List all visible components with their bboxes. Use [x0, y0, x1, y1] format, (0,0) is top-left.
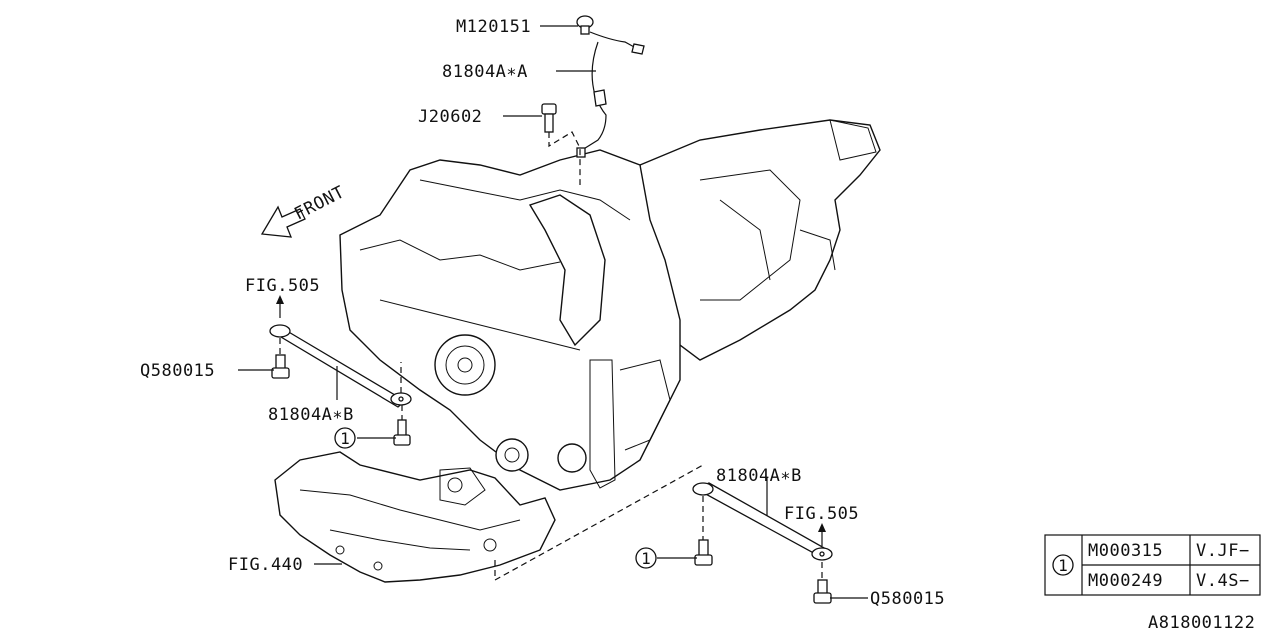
figure-id: A818001122: [1148, 613, 1255, 633]
callout-1-left: 1: [334, 427, 356, 449]
label-fig440: FIG.440: [228, 555, 303, 575]
exhaust-heat-shield: [274, 451, 556, 583]
label-m120151: M120151: [456, 17, 531, 37]
label-q580015-left: Q580015: [140, 361, 215, 381]
label-fig505-left: FIG.505: [245, 276, 320, 296]
callout-1-right: 1: [635, 547, 657, 569]
front-label: FRONT: [291, 182, 348, 224]
legend-row-2-code: V.4S−: [1196, 571, 1250, 591]
label-81804a-b-left: 81804A∗B: [268, 405, 354, 425]
label-81804a-a: 81804A∗A: [442, 62, 528, 82]
label-j20602: J20602: [418, 107, 482, 127]
label-81804a-b-right: 81804A∗B: [716, 466, 802, 486]
label-q580015-right: Q580015: [870, 589, 945, 609]
engine-assembly: [339, 119, 881, 491]
strap-left: [269, 295, 412, 446]
leader-lines: [238, 25, 868, 599]
legend-table: 1 M000315 V.JF− M000249 V.4S−: [1044, 534, 1261, 596]
legend-row-2-part: M000249: [1088, 571, 1163, 591]
ground-strap-harness: [576, 15, 645, 158]
bolt-j20602: [541, 103, 581, 185]
label-fig505-right: FIG.505: [784, 504, 859, 524]
legend-callout: 1: [1058, 556, 1068, 575]
callout-1-right-text: 1: [641, 549, 651, 568]
strap-right: [692, 482, 833, 604]
front-arrow-icon: [260, 205, 306, 238]
dashed-link: [494, 464, 704, 581]
legend-row-1-part: M000315: [1088, 541, 1163, 561]
callout-1-left-text: 1: [340, 429, 350, 448]
legend-row-1-code: V.JF−: [1196, 541, 1250, 561]
